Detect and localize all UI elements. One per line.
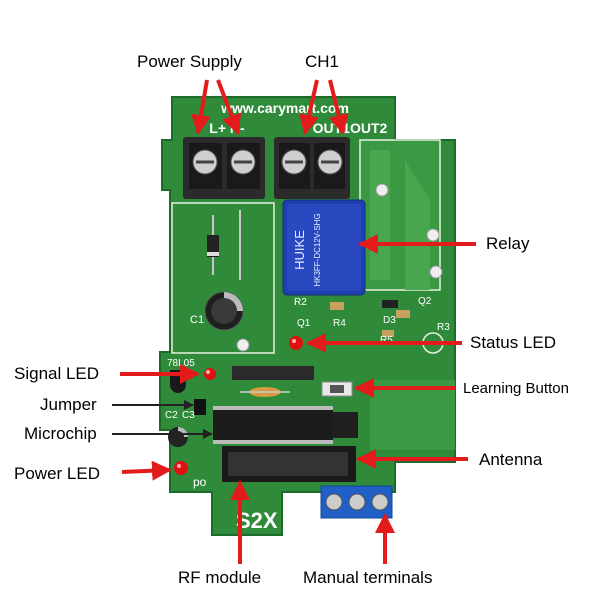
arrow-ch1-2 xyxy=(328,79,349,135)
label-microchip: Microchip xyxy=(24,424,97,443)
status-led xyxy=(289,336,303,350)
label-d3: D3 xyxy=(383,315,396,326)
label-r2: R2 xyxy=(294,297,307,308)
relay-component xyxy=(282,199,366,296)
label-power-supply: Power Supply xyxy=(137,52,242,71)
arrow-power-supply-2 xyxy=(216,79,242,135)
microchip xyxy=(213,406,333,444)
board-terminal-labels-top: L+ N- xyxy=(209,120,245,136)
pcb-silkscreen-area xyxy=(171,202,275,354)
signal-led xyxy=(204,368,216,380)
board-url-text: www.carymart.com xyxy=(220,100,349,116)
label-relay: Relay xyxy=(486,234,530,253)
capacitor-c1 xyxy=(204,291,244,331)
label-antenna: Antenna xyxy=(479,450,543,469)
relay-text-2: HK3FF-DC12V-SHG xyxy=(313,213,322,286)
pin-header xyxy=(232,366,314,380)
label-c1: C1 xyxy=(190,314,204,326)
label-signal-led: Signal LED xyxy=(14,364,100,383)
label-manual-terminals: Manual terminals xyxy=(303,568,433,587)
board-terminal-labels-out: OUT1OUT2 xyxy=(313,120,388,136)
label-r5: R5 xyxy=(380,335,393,346)
label-q1: Q1 xyxy=(297,318,311,329)
rf-module-board xyxy=(222,446,356,482)
label-c2: C2 xyxy=(165,410,178,421)
power-led xyxy=(174,461,188,475)
jumper xyxy=(194,399,206,415)
label-status-led: Status LED xyxy=(470,333,556,352)
relay-text-1: HUIKE xyxy=(292,230,307,270)
label-ch1: CH1 xyxy=(305,52,340,71)
callout-arrows-dark xyxy=(112,400,213,439)
capacitor-c2 xyxy=(168,427,188,447)
learning-button xyxy=(321,381,353,397)
label-rf-module: RF module xyxy=(178,568,262,587)
manual-terminal-block xyxy=(320,485,393,519)
label-power-led: Power LED xyxy=(14,464,100,483)
arrow-power-supply-1 xyxy=(191,79,211,135)
label-r4: R4 xyxy=(333,318,346,329)
arrow-power-led xyxy=(121,460,172,481)
label-q2: Q2 xyxy=(418,296,432,307)
label-term-3: 3 xyxy=(356,521,364,537)
callout-arrows xyxy=(120,79,476,564)
power-terminal-block xyxy=(183,137,265,199)
label-power-short: po xyxy=(193,475,207,489)
label-78l05: 78L05 xyxy=(167,358,195,369)
output-terminal-block xyxy=(274,137,350,199)
label-jumper: Jumper xyxy=(40,395,97,414)
arrow-ch1-1 xyxy=(299,79,319,135)
label-term-1: 1 xyxy=(332,521,340,537)
diode xyxy=(207,215,219,275)
label-learning-button: Learning Button xyxy=(463,380,569,397)
model-label: S2X xyxy=(236,508,278,533)
label-r3: R3 xyxy=(437,322,450,333)
label-c3: C3 xyxy=(182,410,195,421)
